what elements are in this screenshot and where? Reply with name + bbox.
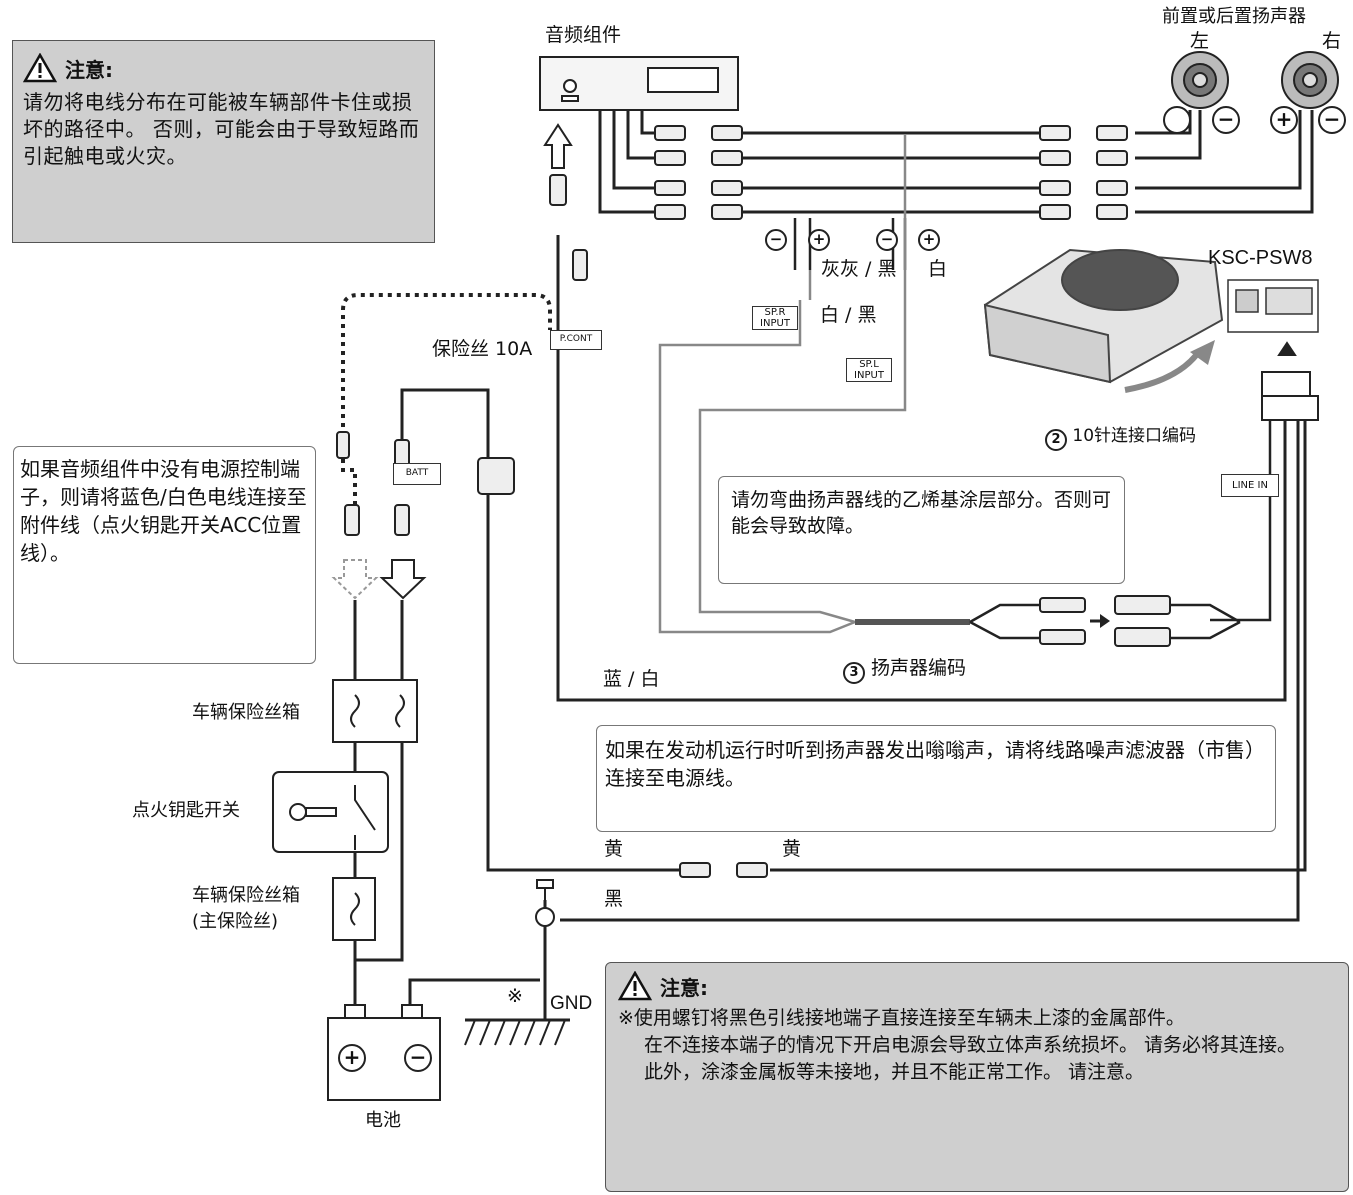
caution-title: 注意: xyxy=(65,57,113,82)
white-label: 白 xyxy=(928,258,948,280)
plus-icon: + xyxy=(918,229,940,251)
ignition-switch-label: 点火钥匙开关 xyxy=(132,800,240,821)
battery-label: 电池 xyxy=(365,1110,401,1131)
caution-line-3: 此外，涂漆金属板等未接地，并且不能正常工作。 请注意。 xyxy=(644,1061,1145,1083)
audio-unit-label: 音频组件 xyxy=(545,24,622,46)
callout-vinyl-text: 请勿弯曲扬声器线的乙烯基涂层部分。否则可能会导致故障。 xyxy=(731,489,1112,537)
vehicle-fuse-box-label: 车辆保险丝箱 xyxy=(192,702,300,723)
fuse-10a-label: 保险丝 10A xyxy=(432,338,533,360)
caution-line-2: 在不连接本端子的情况下开启电源会导致立体声系统损坏。 请务必将其连接。 xyxy=(644,1034,1297,1056)
sp-l-input-tag: SP.L INPUT xyxy=(846,358,892,382)
sp-r-input-tag: SP.R INPUT xyxy=(752,306,798,330)
batt-tag: BATT xyxy=(393,463,441,485)
gnd-label: GND xyxy=(550,993,593,1014)
pin-connector-label: 2 10针连接口编码 xyxy=(1045,426,1197,451)
battery-plus-icon: + xyxy=(338,1044,366,1072)
model-label: KSC-PSW8 xyxy=(1208,247,1313,269)
number-3-icon: 3 xyxy=(843,662,865,684)
plus-icon: + xyxy=(1270,106,1298,134)
caution-text: 请勿将电线分布在可能被车辆部件卡住或损坏的路径中。 否则，可能会由于导致短路而引… xyxy=(23,90,420,168)
minus-icon: − xyxy=(765,229,787,251)
pin-connector-text: 10针连接口编码 xyxy=(1072,426,1197,446)
speaker-code-label: 3 扬声器编码 xyxy=(843,657,967,684)
line-in-tag: LINE IN xyxy=(1221,474,1279,497)
callout-power: 如果音频组件中没有电源控制端子，则请将蓝色/白色电线连接至附件线（点火钥匙开关A… xyxy=(13,446,316,664)
caution-box-top: 注意: 请勿将电线分布在可能被车辆部件卡住或损坏的路径中。 否则，可能会由于导致… xyxy=(12,40,435,243)
gray-black-label: 灰灰 / 黑 xyxy=(821,258,897,280)
vehicle-fuse-box-main-label: 车辆保险丝箱 xyxy=(192,885,300,906)
caution-title: 注意: xyxy=(660,975,708,1000)
callout-noise: 如果在发动机运行时听到扬声器发出嗡嗡声，请将线路噪声滤波器（市售）连接至电源线。 xyxy=(596,725,1276,832)
speaker-left-label: 左 xyxy=(1190,30,1210,52)
speakers-title: 前置或后置扬声器 xyxy=(1162,6,1306,27)
battery-minus-icon: − xyxy=(404,1044,432,1072)
blue-white-label: 蓝 / 白 xyxy=(603,668,660,690)
warning-icon xyxy=(23,53,57,83)
plus-icon: + xyxy=(808,229,830,251)
minus-icon: − xyxy=(876,229,898,251)
yellow-left-label: 黄 xyxy=(604,838,624,860)
callout-noise-text: 如果在发动机运行时听到扬声器发出嗡嗡声，请将线路噪声滤波器（市售）连接至电源线。 xyxy=(605,738,1265,790)
yellow-right-label: 黄 xyxy=(782,838,802,860)
minus-icon: − xyxy=(1318,106,1346,134)
caution-line-1: ※使用螺钉将黑色引线接地端子直接连接至车辆未上漆的金属部件。 xyxy=(618,1007,1185,1029)
main-fuse-label: (主保险丝) xyxy=(192,911,279,932)
caution-box-bottom: 注意: ※使用螺钉将黑色引线接地端子直接连接至车辆未上漆的金属部件。 在不连接本… xyxy=(605,962,1349,1192)
speaker-right-label: 右 xyxy=(1322,30,1342,52)
plus-icon: ⊕ xyxy=(1163,106,1191,134)
callout-vinyl: 请勿弯曲扬声器线的乙烯基涂层部分。否则可能会导致故障。 xyxy=(718,476,1125,584)
speaker-code-text: 扬声器编码 xyxy=(871,657,967,679)
white-black-label: 白 / 黑 xyxy=(820,304,877,326)
p-cont-tag: P.CONT xyxy=(550,330,602,350)
black-label: 黑 xyxy=(604,888,624,910)
ref-mark: ※ xyxy=(507,985,523,1007)
warning-icon xyxy=(618,971,652,1001)
callout-power-text: 如果音频组件中没有电源控制端子，则请将蓝色/白色电线连接至附件线（点火钥匙开关A… xyxy=(20,457,307,565)
number-2-icon: 2 xyxy=(1045,429,1067,451)
minus-icon: − xyxy=(1212,106,1240,134)
